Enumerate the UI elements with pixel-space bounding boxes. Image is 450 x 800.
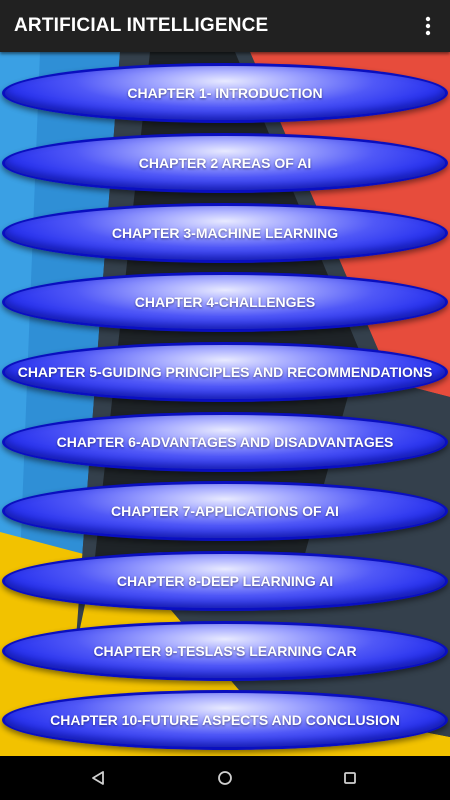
home-circle-icon xyxy=(218,771,232,785)
chapter-2-label: CHAPTER 2 AREAS OF AI xyxy=(138,155,312,171)
recents-button[interactable] xyxy=(334,762,366,794)
app-title: ARTIFICIAL INTELLIGENCE xyxy=(14,15,269,36)
chapter-8-label: CHAPTER 8-DEEP LEARNING AI xyxy=(116,573,334,589)
chapter-7-button[interactable]: CHAPTER 7-APPLICATIONS OF AI xyxy=(2,481,448,541)
chapter-7-label: CHAPTER 7-APPLICATIONS OF AI xyxy=(111,503,339,519)
more-vert-icon xyxy=(425,16,431,36)
chapter-9-button[interactable]: CHAPTER 9-TESLAS'S LEARNING CAR xyxy=(2,621,448,681)
chapter-1-label: CHAPTER 1- INTRODUCTION xyxy=(127,85,323,101)
chapter-5-label: CHAPTER 5-GUIDING PRINCIPLES AND RECOMME… xyxy=(17,364,433,380)
chapter-3-button[interactable]: CHAPTER 3-MACHINE LEARNING xyxy=(2,203,448,263)
chapter-1-button[interactable]: CHAPTER 1- INTRODUCTION xyxy=(2,63,448,123)
chapter-4-label: CHAPTER 4-CHALLENGES xyxy=(134,294,316,310)
chapter-5-button[interactable]: CHAPTER 5-GUIDING PRINCIPLES AND RECOMME… xyxy=(2,342,448,402)
system-navigation-bar xyxy=(0,756,450,800)
chapter-10-label: CHAPTER 10-FUTURE ASPECTS AND CONCLUSION xyxy=(50,712,400,728)
app-bar: ARTIFICIAL INTELLIGENCE xyxy=(0,0,450,52)
chapter-6-label: CHAPTER 6-ADVANTAGES AND DISADVANTAGES xyxy=(56,434,394,450)
home-button[interactable] xyxy=(209,762,241,794)
chapter-3-label: CHAPTER 3-MACHINE LEARNING xyxy=(111,225,339,241)
chapter-2-button[interactable]: CHAPTER 2 AREAS OF AI xyxy=(2,133,448,193)
chapter-9-label: CHAPTER 9-TESLAS'S LEARNING CAR xyxy=(93,643,357,659)
recents-square-icon xyxy=(344,772,356,784)
chapter-8-button[interactable]: CHAPTER 8-DEEP LEARNING AI xyxy=(2,551,448,611)
back-triangle-icon xyxy=(92,771,104,785)
chapter-4-button[interactable]: CHAPTER 4-CHALLENGES xyxy=(2,272,448,332)
overflow-menu-button[interactable] xyxy=(412,10,444,42)
back-button[interactable] xyxy=(82,762,114,794)
chapter-list-screen: CHAPTER 1- INTRODUCTION CHAPTER 2 AREAS … xyxy=(0,52,450,756)
chapter-6-button[interactable]: CHAPTER 6-ADVANTAGES AND DISADVANTAGES xyxy=(2,412,448,472)
chapter-10-button[interactable]: CHAPTER 10-FUTURE ASPECTS AND CONCLUSION xyxy=(2,690,448,750)
